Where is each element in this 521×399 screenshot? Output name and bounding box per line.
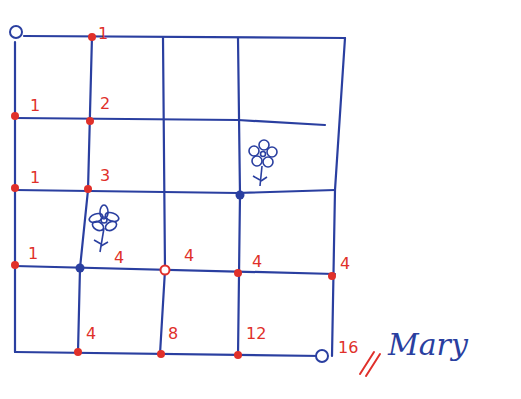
path-count: 16 (338, 340, 358, 356)
flower (249, 140, 277, 186)
path-count: 4 (114, 250, 124, 266)
path-count: 1 (28, 246, 38, 262)
path-count: 12 (246, 326, 266, 342)
flower (88, 205, 120, 252)
path-count: 1 (98, 26, 108, 42)
path-count: 3 (100, 168, 110, 184)
path-count: 2 (100, 96, 110, 112)
path-count: 1 (30, 170, 40, 186)
path-count: 4 (252, 254, 262, 270)
path-count: 4 (340, 256, 350, 272)
path-count: 4 (184, 248, 194, 264)
path-count: 8 (168, 326, 178, 342)
path-count: 4 (86, 326, 96, 342)
signature: Mary (388, 330, 468, 360)
path-count: 1 (30, 98, 40, 114)
